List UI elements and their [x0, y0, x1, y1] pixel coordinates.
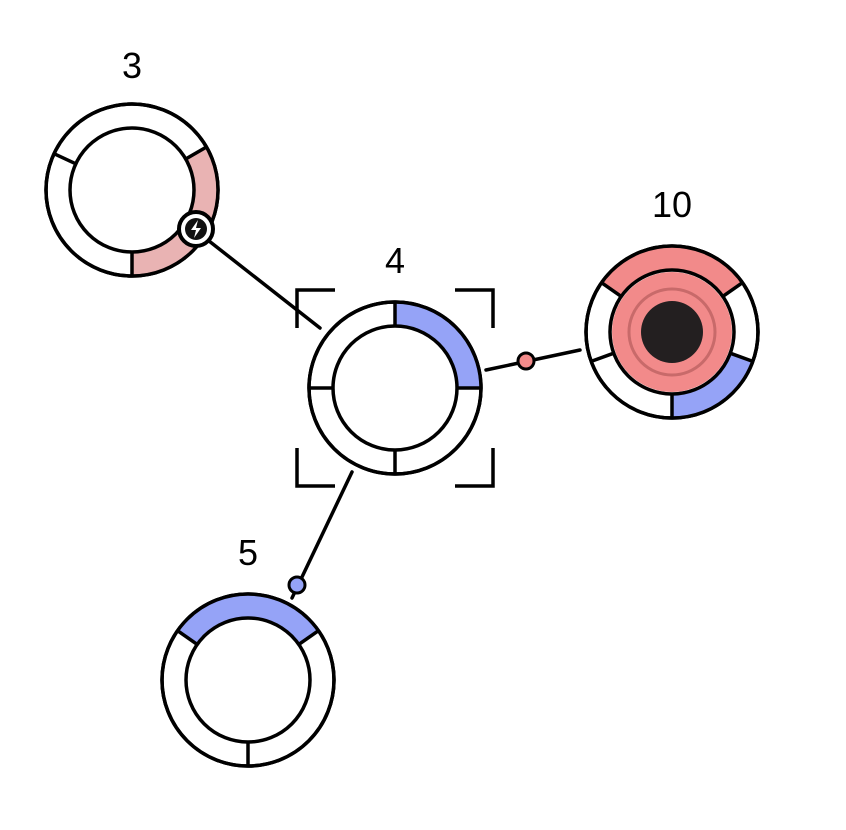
node-core	[612, 272, 732, 392]
ring-divider	[53, 152, 77, 166]
ring-divider	[590, 351, 615, 364]
link-layer	[193, 228, 582, 600]
ring-divider	[297, 629, 320, 646]
link-endpoint-dot	[287, 575, 307, 595]
node-5[interactable]: 5	[160, 532, 336, 768]
ring-segment-blue	[672, 353, 752, 417]
node-inner-circle	[68, 126, 196, 254]
ring-segment-red	[602, 247, 742, 296]
node-3[interactable]: 3	[44, 45, 220, 278]
node-label: 3	[122, 45, 142, 86]
ring-segment-blue	[178, 595, 318, 644]
link-3-4	[193, 228, 322, 330]
ring-divider	[176, 629, 199, 646]
ring-divider	[729, 351, 754, 364]
node-4[interactable]: 4	[295, 240, 495, 488]
node-layer: 3 4 10 5	[44, 45, 760, 768]
node-inner-circle	[331, 324, 459, 452]
selection-brackets	[295, 288, 495, 488]
link-endpoint-dot	[516, 351, 536, 371]
node-label: 4	[385, 240, 405, 281]
ring-divider	[721, 281, 744, 298]
node-inner-circle	[184, 616, 312, 744]
ring-divider	[600, 281, 623, 298]
node-label: 5	[238, 532, 258, 573]
node-label: 10	[652, 184, 692, 225]
ring-divider	[184, 145, 208, 161]
ring-segment-blue	[395, 303, 480, 388]
node-10[interactable]: 10	[584, 184, 760, 420]
lightning-icon	[177, 210, 215, 248]
